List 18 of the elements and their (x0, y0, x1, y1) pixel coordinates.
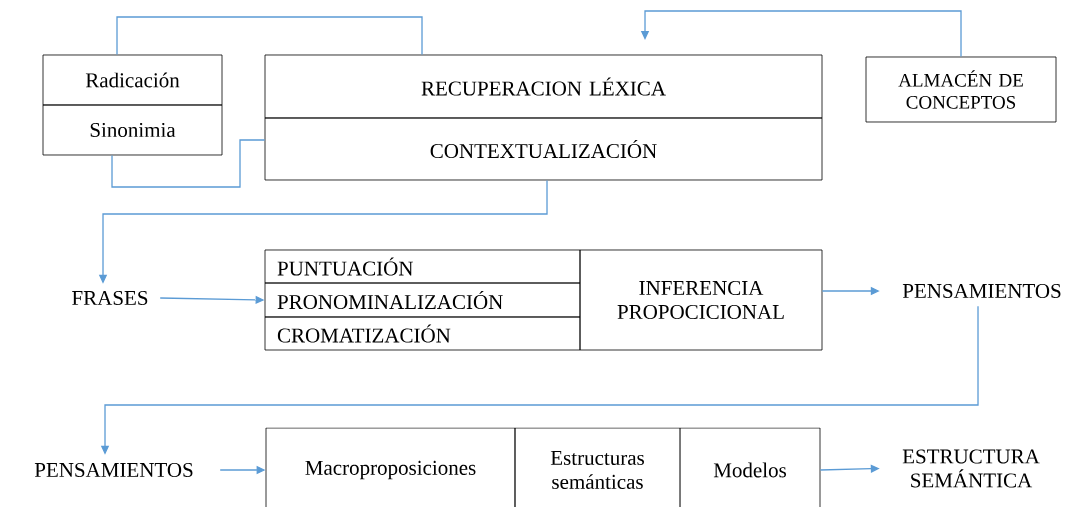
table-cell: CONTEXTUALIZACIÓN (264, 117, 823, 181)
table-cell: Macroproposiciones (265, 427, 516, 507)
table-cell: PRONOMINALIZACIÓN (264, 282, 581, 318)
node-label: PENSAMIENTOS (34, 462, 193, 478)
node-label: FRASES (72, 290, 148, 306)
concept-box: ALMACÉN DE CONCEPTOS (865, 56, 1057, 123)
table-cell: Sinonimia (42, 104, 223, 156)
node-label: ESTRUCTURA SEMÁNTICA (902, 449, 1040, 488)
table-cell: Radicación (42, 54, 223, 106)
connector-line (116, 16, 423, 56)
table-cell: CROMATIZACIÓN (264, 316, 581, 351)
table-cell: Estructuras semánticas (514, 427, 681, 507)
table-cell: INFERENCIA PROPOCICIONAL (579, 249, 823, 351)
table-cell: PUNTUACIÓN (264, 249, 581, 284)
table-cell: RECUPERACION LÉXICA (264, 54, 823, 119)
node-label: PENSAMIENTOS (902, 283, 1061, 299)
connector-line (111, 139, 266, 188)
table-cell: Modelos (679, 427, 821, 507)
